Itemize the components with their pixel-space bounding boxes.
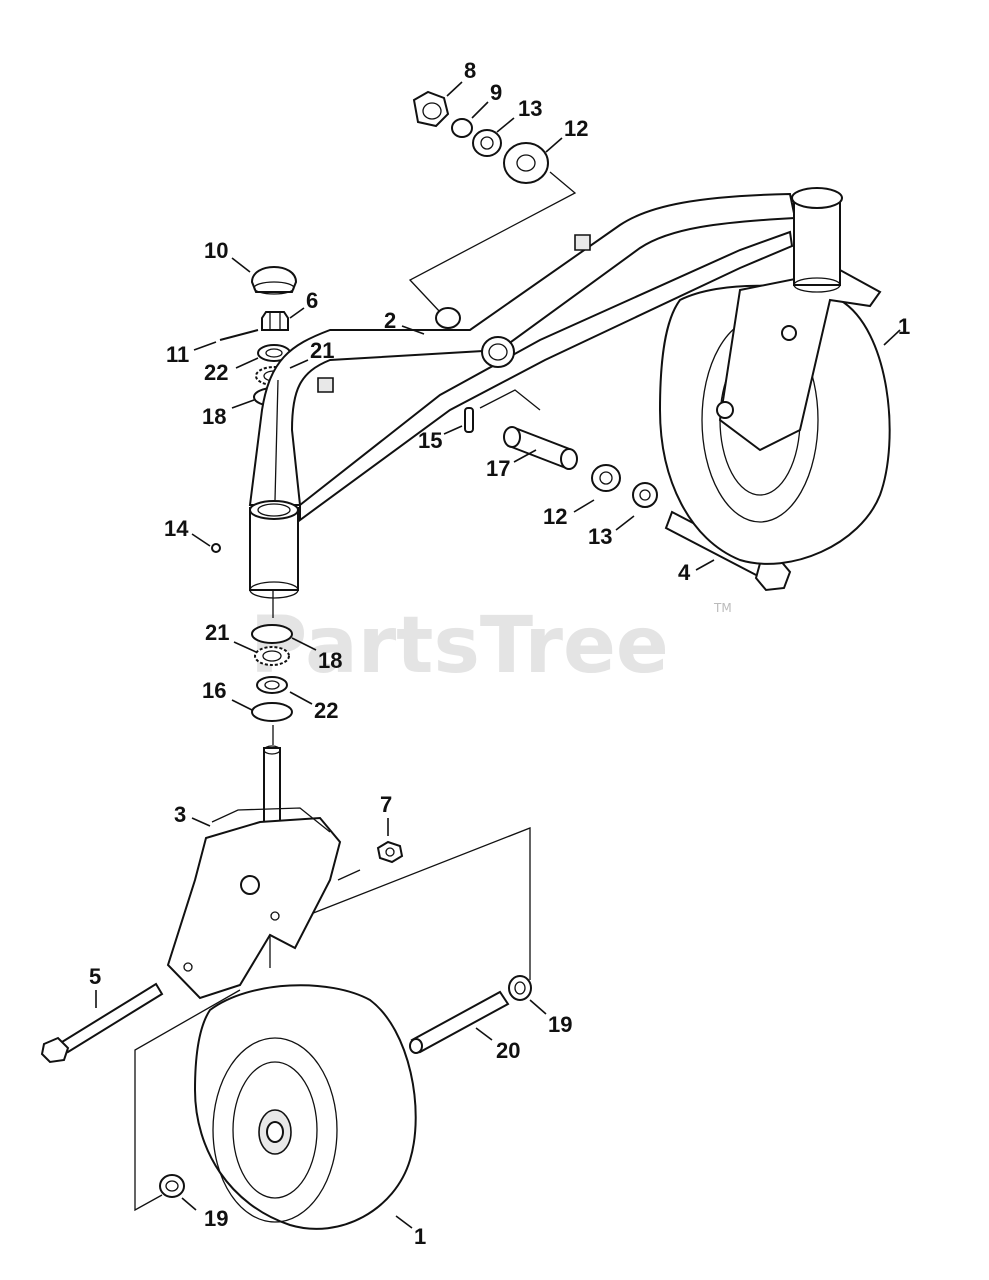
caster-fork-3 (166, 745, 342, 1000)
callout-8: 8 (464, 58, 476, 83)
callout-21-top: 21 (310, 338, 334, 363)
callout-20: 20 (496, 1038, 520, 1063)
callout-3: 3 (174, 802, 186, 827)
lock-nut-7 (376, 840, 404, 864)
bearing-cone-22-lower (256, 676, 288, 694)
callout-12-mid: 12 (543, 504, 567, 529)
callout-5: 5 (89, 964, 101, 989)
callout-4: 4 (678, 560, 691, 585)
callout-11: 11 (166, 342, 189, 367)
bearing-cup-21-lower (251, 624, 293, 644)
washer-19-right (508, 975, 532, 1001)
callout-22-top: 22 (204, 360, 228, 385)
seal-16 (251, 702, 293, 722)
callout-19-right: 19 (548, 1012, 572, 1037)
callout-22-lower: 22 (314, 698, 338, 723)
lock-washer-9 (451, 118, 473, 138)
cotter-pin-11 (219, 329, 259, 341)
washer-13-top (472, 129, 502, 157)
washer-12-top (503, 142, 549, 184)
slotted-nut-6 (261, 311, 289, 331)
callout-1-lower: 1 (414, 1224, 426, 1249)
caster-fork-right (716, 268, 882, 452)
callout-9: 9 (490, 80, 502, 105)
watermark-logo: PartsTree (250, 601, 669, 691)
callout-18-lower: 18 (318, 648, 342, 673)
dust-cap-10 (250, 266, 298, 295)
washer-12-mid (591, 464, 621, 492)
callout-17: 17 (486, 456, 510, 481)
callout-leaders (95, 81, 901, 1229)
bearing-18-lower (254, 646, 290, 666)
washer-19-left (159, 1174, 185, 1198)
washer-13-mid (632, 482, 658, 508)
callout-6: 6 (306, 288, 318, 313)
callout-10: 10 (204, 238, 228, 263)
callout-13-mid: 13 (588, 524, 612, 549)
callout-12-top: 12 (564, 116, 588, 141)
spacer-tube-20 (409, 990, 510, 1054)
callout-19-left: 19 (204, 1206, 228, 1231)
callout-15: 15 (418, 428, 442, 453)
callout-13-top: 13 (518, 96, 542, 121)
axle-bolt-5 (40, 982, 164, 1064)
spindle-housing (249, 500, 299, 599)
callout-numbers: 8 9 13 12 10 6 2 11 21 22 18 1 15 17 14 … (89, 58, 910, 1249)
caster-wheel-1-lower (193, 984, 417, 1230)
callout-2: 2 (384, 308, 396, 333)
pivot-bushing-17 (503, 426, 578, 470)
callout-16: 16 (202, 678, 226, 703)
nut-8 (412, 90, 450, 128)
callout-7: 7 (380, 792, 392, 817)
watermark-trademark: TM (713, 601, 732, 615)
roll-pin-15 (464, 407, 474, 433)
callout-21-lower: 21 (205, 620, 229, 645)
callout-14: 14 (164, 516, 189, 541)
grease-fitting-14 (211, 543, 221, 553)
assembly-guide-lines (134, 171, 577, 1212)
caster-spindle-top (791, 187, 843, 293)
callout-1-top: 1 (898, 314, 910, 339)
front-axle-2 (248, 192, 797, 522)
callout-18-top: 18 (202, 404, 226, 429)
